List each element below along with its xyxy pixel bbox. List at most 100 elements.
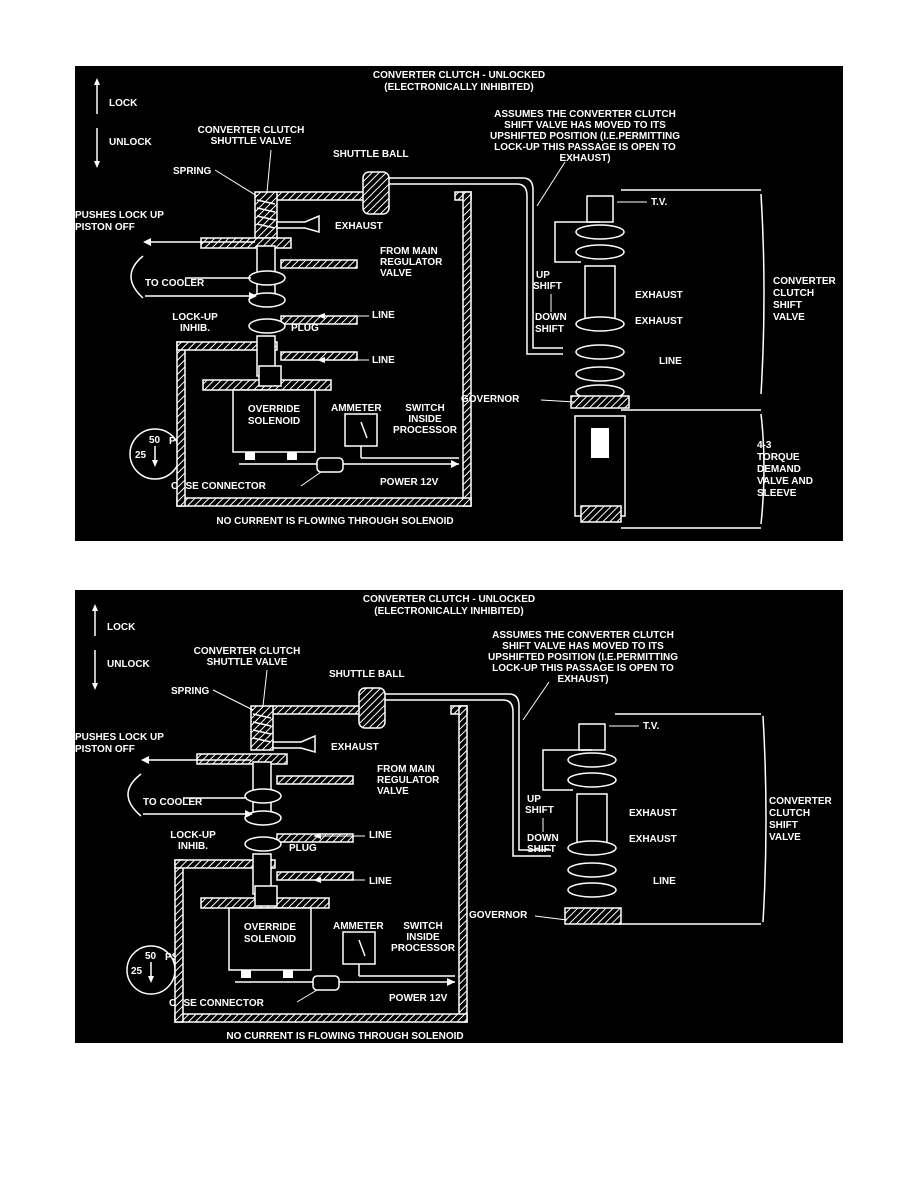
- svg-text:SHIFT VALVE HAS MOVED TO ITS: SHIFT VALVE HAS MOVED TO ITS: [504, 120, 666, 131]
- svg-text:PISTON OFF: PISTON OFF: [75, 222, 135, 233]
- hydraulic-passage: [176, 191, 472, 507]
- plug-label: PLUG: [291, 323, 319, 334]
- legend-lock: LOCK: [109, 98, 138, 109]
- svg-text:SHUTTLE VALVE: SHUTTLE VALVE: [211, 136, 292, 147]
- override-solenoid: OVERRIDE SOLENOID: [200, 885, 330, 978]
- no-current-label: NO CURRENT IS FLOWING THROUGH SOLENOID: [226, 1031, 463, 1042]
- override-solenoid: OVERRIDE SOLENOID: [202, 365, 332, 460]
- svg-text:VALVE: VALVE: [380, 268, 412, 279]
- spring-label: SPRING: [173, 166, 212, 177]
- power-label: POWER 12V: [380, 477, 439, 488]
- down-shift-label: DOWN: [535, 312, 567, 323]
- svg-text:SOLENOID: SOLENOID: [244, 934, 296, 945]
- unlock-arrow-icon: [92, 650, 98, 690]
- svg-text:SHUTTLE VALVE: SHUTTLE VALVE: [207, 657, 288, 668]
- hydraulic-passage: [174, 705, 468, 1023]
- legend-unlock: UNLOCK: [107, 659, 151, 670]
- gauge-value-25: 25: [131, 966, 143, 977]
- pushes-label: PUSHES LOCK UP: [75, 210, 164, 221]
- shift-valve-label: CONVERTER: [773, 276, 837, 287]
- solenoid-wiring: [235, 975, 455, 1003]
- svg-text:VALVE: VALVE: [377, 786, 409, 797]
- case-connector-label: CASE CONNECTOR: [171, 481, 267, 492]
- switch-label: SWITCH: [403, 921, 442, 932]
- power-label: POWER 12V: [389, 993, 448, 1004]
- shuttle-valve-label: CONVERTER CLUTCH: [194, 646, 301, 657]
- ammeter-label: AMMETER: [333, 921, 384, 932]
- svg-text:DEMAND: DEMAND: [757, 464, 801, 475]
- exhaust-passage: [385, 693, 551, 851]
- svg-text:SHIFT: SHIFT: [533, 281, 562, 292]
- torque-demand-label: 4-3: [757, 440, 772, 451]
- lockup-inhib-label: LOCK-UP: [172, 312, 218, 323]
- svg-text:UPSHIFTED POSITION (I.E.PERMIT: UPSHIFTED POSITION (I.E.PERMITTING: [488, 652, 678, 663]
- main-regulator-label: FROM MAIN: [377, 764, 435, 775]
- svg-text:INSIDE: INSIDE: [406, 932, 440, 943]
- lockup-inhib-label: LOCK-UP: [170, 830, 216, 841]
- governor-label: GOVERNOR: [461, 394, 520, 405]
- solenoid-wiring: [239, 457, 459, 487]
- svg-text:PROCESSOR: PROCESSOR: [393, 425, 458, 436]
- diagram-title: CONVERTER CLUTCH - UNLOCKED: [373, 70, 545, 81]
- svg-text:INHIB.: INHIB.: [180, 323, 210, 334]
- note-leader-line: [536, 161, 566, 207]
- line-label-1: LINE: [372, 310, 395, 321]
- legend-lock: LOCK: [107, 622, 136, 633]
- exhaust-label-right-2: EXHAUST: [635, 316, 683, 327]
- line-label-1: LINE: [369, 830, 392, 841]
- svg-text:PISTON OFF: PISTON OFF: [75, 744, 135, 755]
- gauge-value-50: 50: [149, 435, 161, 446]
- svg-text:VALVE: VALVE: [769, 832, 801, 843]
- exhaust-port-icon: [272, 734, 316, 753]
- line-label-right: LINE: [659, 356, 682, 367]
- svg-text:LOCK-UP THIS PASSAGE IS OPEN T: LOCK-UP THIS PASSAGE IS OPEN TO: [492, 663, 674, 674]
- unlock-arrow-icon: [94, 128, 100, 168]
- diagram-subtitle: (ELECTRONICALLY INHIBITED): [374, 606, 523, 617]
- note-leader-line: [522, 681, 550, 721]
- svg-text:SHIFT: SHIFT: [773, 300, 802, 311]
- up-shift-label: UP: [536, 270, 550, 281]
- svg-text:SHIFT: SHIFT: [527, 844, 556, 855]
- shuttle-valve-body: [196, 705, 354, 895]
- exhaust-label-right-1: EXHAUST: [629, 808, 677, 819]
- diagram-subtitle: (ELECTRONICALLY INHIBITED): [384, 82, 533, 93]
- gauge-value-50: 50: [145, 951, 157, 962]
- up-shift-label: UP: [527, 794, 541, 805]
- ammeter-icon: [344, 413, 378, 458]
- svg-text:SLEEVE: SLEEVE: [757, 488, 797, 499]
- lock-arrow-icon: [92, 604, 98, 636]
- shuttle-valve-label: CONVERTER CLUTCH: [198, 125, 305, 136]
- svg-text:CLUTCH: CLUTCH: [769, 808, 810, 819]
- spring-icon: [256, 199, 276, 229]
- shuttle-ball-icon: [362, 171, 390, 215]
- main-regulator-label: FROM MAIN: [380, 246, 438, 257]
- svg-text:SHIFT: SHIFT: [525, 805, 554, 816]
- plug-label: PLUG: [289, 843, 317, 854]
- lock-arrow-icon: [94, 78, 100, 114]
- svg-text:LOCK-UP THIS PASSAGE IS OPEN T: LOCK-UP THIS PASSAGE IS OPEN TO: [494, 142, 676, 153]
- to-cooler-label: TO COOLER: [143, 797, 203, 808]
- svg-text:INHIB.: INHIB.: [178, 841, 208, 852]
- ammeter-icon: [342, 931, 376, 976]
- shift-valve-stack: [542, 713, 761, 925]
- to-cooler-label: TO COOLER: [145, 278, 205, 289]
- exhaust-label-right-1: EXHAUST: [635, 290, 683, 301]
- exhaust-port-icon: [276, 214, 320, 233]
- svg-text:VALVE AND: VALVE AND: [757, 476, 813, 487]
- svg-text:SHIFT: SHIFT: [769, 820, 798, 831]
- shift-valve-label: CONVERTER: [769, 796, 833, 807]
- cooler-arrows: [127, 756, 253, 818]
- bracket-icon: [762, 715, 767, 923]
- exhaust-passage: [389, 177, 563, 349]
- svg-text:EXHAUST): EXHAUST): [557, 674, 608, 685]
- svg-text:VALVE: VALVE: [773, 312, 805, 323]
- ammeter-label: AMMETER: [331, 403, 382, 414]
- svg-text:EXHAUST): EXHAUST): [559, 153, 610, 164]
- legend-unlock: UNLOCK: [109, 137, 153, 148]
- shuttle-ball-icon: [358, 687, 386, 729]
- line-label-2: LINE: [372, 355, 395, 366]
- svg-text:OVERRIDE: OVERRIDE: [244, 922, 297, 933]
- diagram-title: CONVERTER CLUTCH - UNLOCKED: [363, 594, 535, 605]
- down-shift-label: DOWN: [527, 833, 559, 844]
- gauge-value-25: 25: [135, 450, 147, 461]
